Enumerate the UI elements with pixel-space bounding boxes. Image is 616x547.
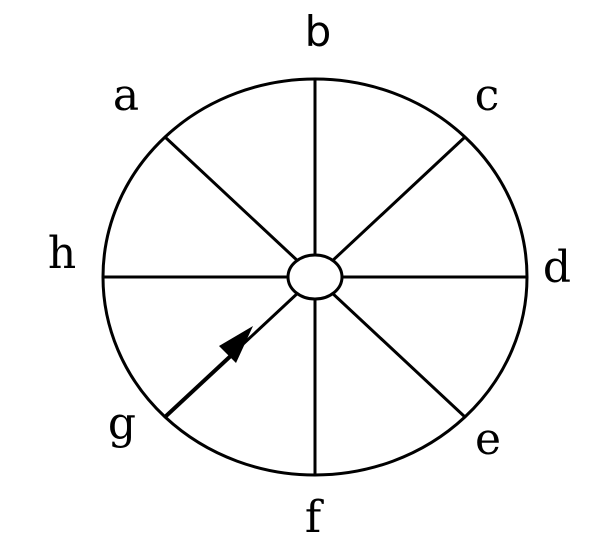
label-g: g: [108, 398, 136, 449]
direction-arrow-shaft: [163, 349, 238, 419]
label-b: b: [305, 7, 332, 56]
label-e: e: [475, 414, 501, 465]
label-h: h: [48, 228, 76, 279]
direction-arrow-icon: [219, 326, 253, 363]
label-d: d: [543, 242, 571, 293]
label-c: c: [475, 70, 500, 121]
wheel-hub: [286, 253, 344, 301]
label-a: a: [113, 70, 139, 121]
label-f: f: [305, 492, 324, 543]
